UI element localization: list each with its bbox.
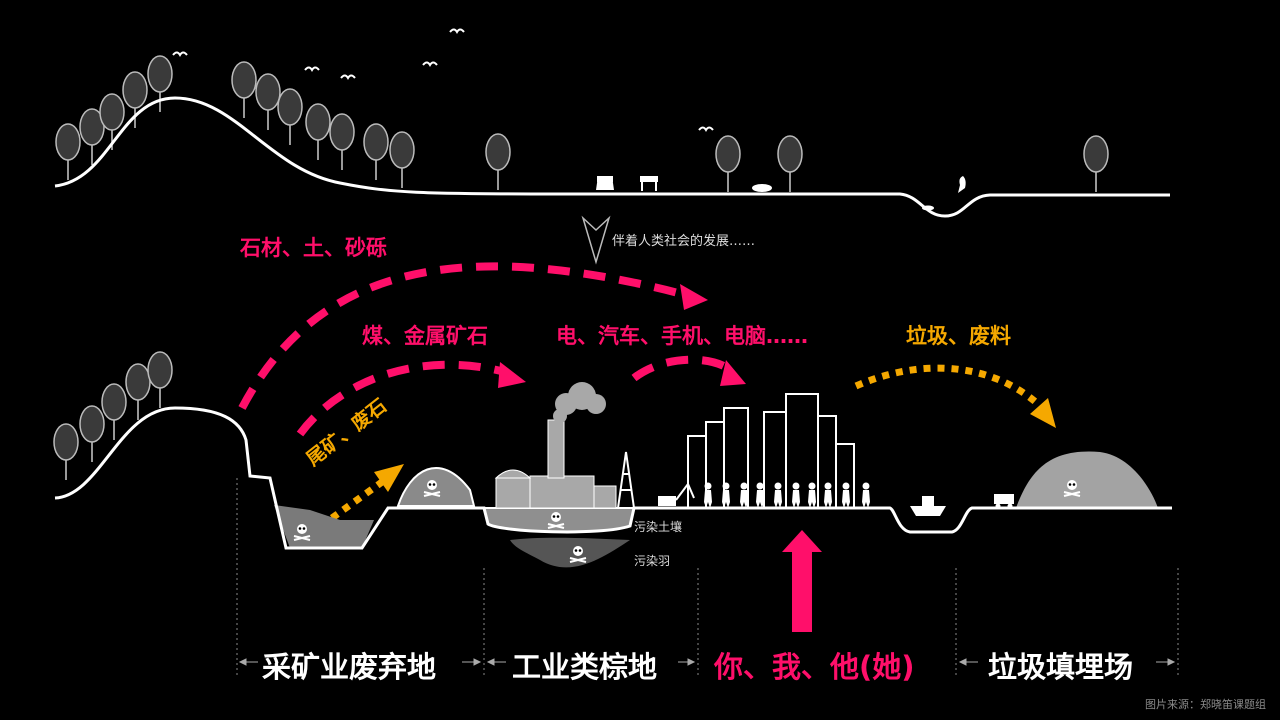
stone-flow-arrow [238,262,692,410]
hill-trees [53,351,173,481]
landfill-mound [1016,451,1158,508]
smoke [553,382,606,423]
dump-truck-icon [994,494,1014,509]
factory [494,419,635,509]
excavator-icon [658,482,695,506]
hill-ground-line [54,96,1170,218]
forest-trees [55,55,1109,193]
polluted-soil-label: 污染土壤 [634,520,683,534]
mine-pit-fill [274,505,374,548]
stone-flow-label: 石材、土、砂砾 [240,236,387,260]
zone-mining-label: 采矿业废弃地 [262,650,437,684]
image-credit: 图片来源：郑晓笛课题组 [1145,698,1266,711]
human-landscape [53,351,1172,568]
goods-flow-label: 电、汽车、手机、电脑…… [556,324,808,348]
deer-silhouettes [596,168,772,192]
goods-flow-arrow [631,355,726,382]
tailings-flow-arrow [329,479,385,521]
pollution-plume [510,537,630,568]
pollution-plume-label: 污染羽 [634,554,671,568]
zone-people-label: 你、我、他(她) [714,650,915,684]
zone-dividers [236,478,1179,676]
people-up-arrow [782,530,822,632]
ship-icon [910,496,946,516]
heron-icon [922,176,966,211]
development-caption: 伴着人类社会的发展…… [612,234,756,249]
coal-flow-label: 煤、金属矿石 [362,324,488,348]
coal-flow-arrow [296,360,507,437]
waste-flow-arrow [854,364,1041,407]
waste-flow-label: 垃圾、废料 [906,324,1011,348]
ground-profile-line [54,406,1172,550]
zone-landfill-label: 垃圾填埋场 [988,650,1134,684]
flow-arrows [238,262,1056,521]
zone-range-arrows [238,658,1176,666]
city-buildings [687,393,855,509]
natural-landscape [54,28,1170,218]
zone-industrial-label: 工业类棕地 [512,650,658,684]
down-chevron-icon [581,215,611,265]
